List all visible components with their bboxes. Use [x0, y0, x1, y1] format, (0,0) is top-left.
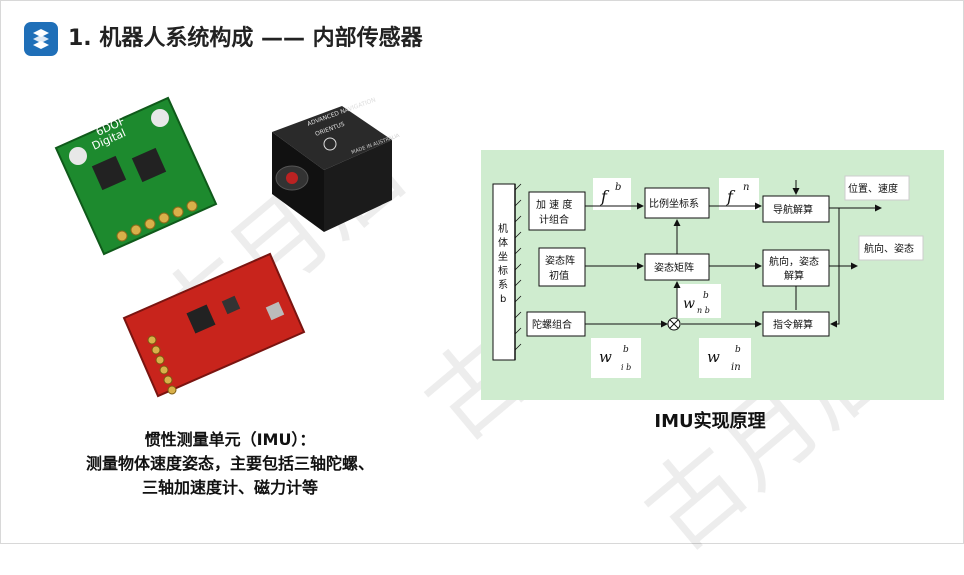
- attitude-matrix-box: [644, 253, 710, 281]
- sym-fn-box: [719, 178, 759, 210]
- sym-fb-sup: b: [615, 182, 621, 193]
- nav-solve-box: [762, 195, 830, 223]
- sym-win-sup: b: [735, 345, 741, 355]
- imu-principle-caption: IMU实现原理: [654, 411, 766, 432]
- accel-box: [528, 191, 586, 231]
- scale-frame-box: [644, 187, 710, 219]
- imu-box-black-image: ADVANCED NAVIGATION ORIENTUS MADE IN AUS…: [252, 92, 402, 242]
- frame-label-0: 机: [498, 222, 508, 235]
- cmd-solve-box: [762, 311, 830, 337]
- sym-wib: w: [599, 348, 612, 366]
- sym-wib-sup: b: [623, 345, 629, 355]
- out-heading-box: [858, 235, 924, 261]
- nav-solve-label: 导航解算: [773, 203, 813, 216]
- attitude-init-label-1: 姿态阵: [545, 254, 575, 267]
- attitude-init-label-2: 初值: [549, 269, 569, 282]
- imu-description-line2: 测量物体速度姿态，主要包括三轴陀螺、: [85, 454, 374, 473]
- sym-wib-box: [591, 338, 641, 378]
- imu-description-line3: 三轴加速度计、磁力计等: [141, 478, 318, 497]
- sym-wnb-box: [677, 284, 721, 318]
- out-heading-label: 航向、姿态: [864, 242, 914, 255]
- sym-win-sub: in: [731, 362, 741, 373]
- imu-description-line1: 惯性测量单元（IMU）：: [144, 430, 316, 449]
- sym-wnb-sub: n b: [697, 306, 710, 315]
- attitude-matrix-label: 姿态矩阵: [654, 261, 694, 274]
- frame-label-3: 标: [498, 265, 508, 277]
- sym-fn-sup: n: [743, 182, 749, 193]
- scale-frame-label: 比例坐标系: [649, 197, 699, 210]
- sym-fb-box: [593, 178, 631, 210]
- heading-solve-label-1: 航向，姿态: [769, 255, 819, 268]
- sym-win: w: [707, 348, 720, 366]
- frame-label-1: 体: [498, 237, 508, 249]
- out-position-box: [844, 175, 910, 201]
- cmd-solve-label: 指令解算: [773, 318, 813, 331]
- logo-icon: [24, 22, 58, 56]
- imu-board-green-image: 6DOF Digital: [48, 96, 218, 256]
- gyro-label: 陀螺组合: [532, 318, 572, 331]
- sym-win-box: [699, 338, 751, 378]
- sym-wnb-sup: b: [703, 291, 709, 301]
- attitude-init-box: [538, 247, 586, 287]
- heading-solve-box: [762, 249, 830, 287]
- page-title: 1. 机器人系统构成 —— 内部传感器: [68, 26, 423, 51]
- sym-wnb: w: [683, 296, 695, 312]
- accel-label-1: 加 速 度: [536, 198, 572, 211]
- out-position-label: 位置、速度: [848, 182, 898, 195]
- imu-board-red-image: [120, 248, 306, 398]
- frame-label-5: b: [500, 294, 506, 305]
- sym-wib-sub: i b: [621, 363, 631, 372]
- imu-description: 惯性测量单元（IMU）： 测量物体速度姿态，主要包括三轴陀螺、 三轴加速度计、磁…: [30, 428, 430, 500]
- sym-fn: f: [726, 187, 736, 206]
- frame-label-2: 坐: [498, 251, 508, 263]
- accel-label-2: 计组合: [539, 213, 569, 226]
- imu-principle-diagram: 机 体 坐 标 系 b 加 速 度 计组合 姿态阵 初值 陀螺组合 比例坐标系 …: [481, 150, 944, 400]
- heading-solve-label-2: 解算: [784, 269, 804, 282]
- sym-fb: f: [600, 187, 610, 206]
- frame-label-4: 系: [498, 279, 508, 291]
